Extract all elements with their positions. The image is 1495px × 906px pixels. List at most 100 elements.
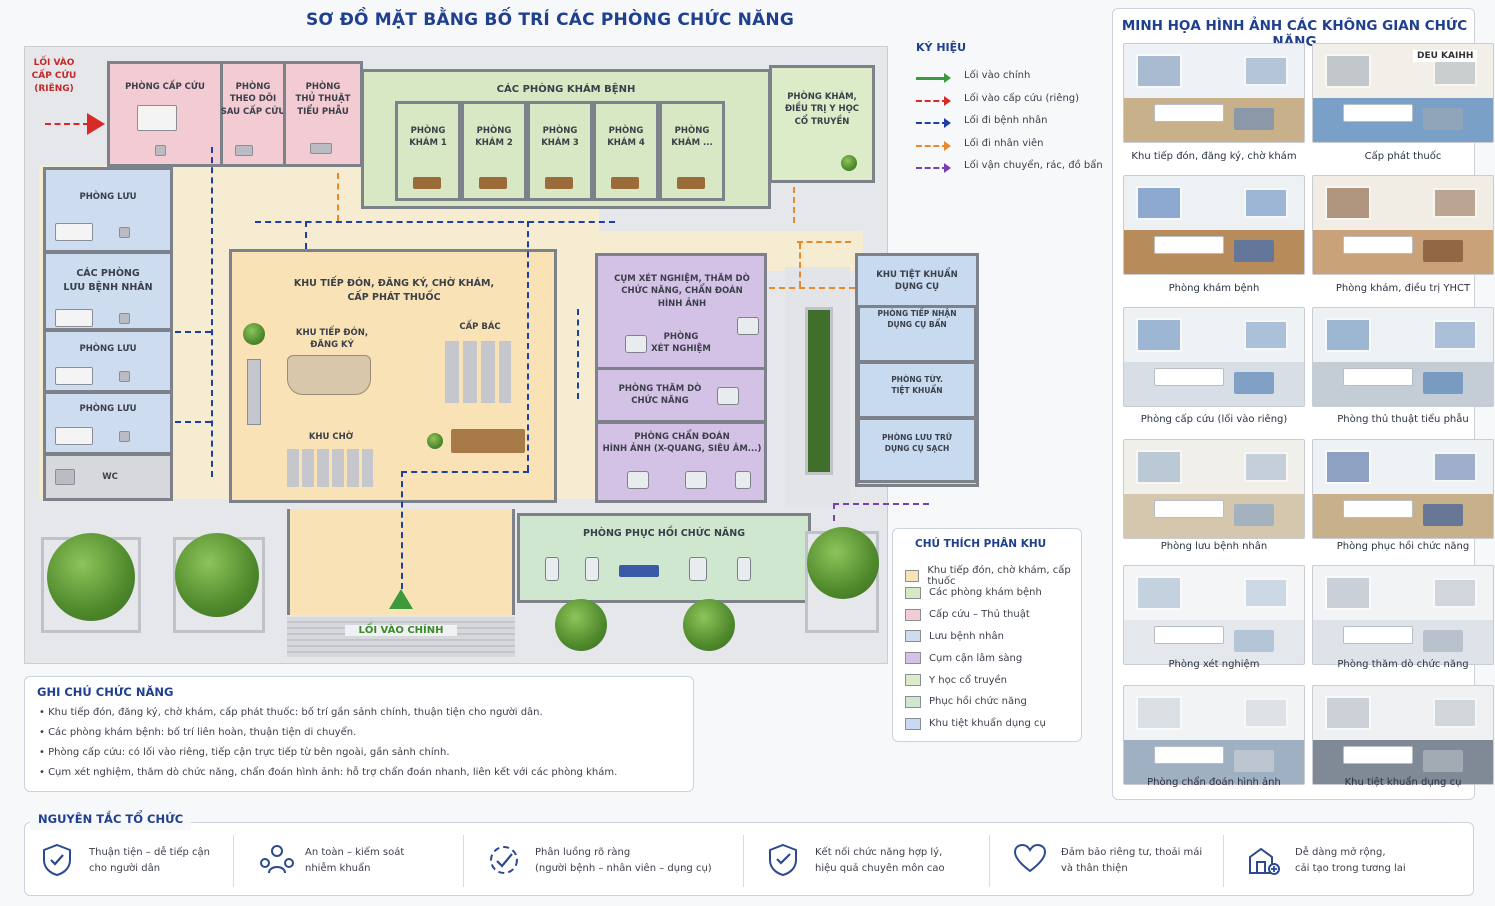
note-item: • Phòng cấp cứu: có lối vào riêng, tiếp …	[39, 747, 450, 758]
legend-label: Lối vận chuyển, rác, đồ bẩn	[964, 160, 1103, 171]
zone-swatch	[905, 570, 920, 582]
window	[1433, 578, 1477, 608]
room-rehab[interactable]	[517, 513, 811, 603]
label-stay-group: CÁC PHÒNG LƯU BỆNH NHÂN	[63, 268, 153, 293]
zone-legend-item: Khu tiếp đón, chờ khám, cấp thuốc	[905, 565, 1081, 587]
gallery-image	[1312, 439, 1494, 539]
gallery-caption: Phòng khám bệnh	[1168, 283, 1260, 294]
principle-line: nhiễm khuẩn	[305, 862, 371, 874]
furniture	[1154, 236, 1224, 254]
room-traditional[interactable]	[769, 65, 875, 183]
zone-label: Cụm cận lâm sàng	[929, 652, 1023, 664]
zone-swatch	[905, 586, 921, 599]
furniture	[1423, 372, 1463, 394]
window	[1325, 696, 1371, 730]
bed	[55, 427, 93, 445]
gallery-image	[1123, 565, 1305, 665]
patient-flow-line	[527, 221, 529, 471]
label-stay-3: PHÒNG LƯU	[79, 404, 137, 414]
equipment	[155, 145, 166, 156]
label-rehab: PHÒNG PHỤC HỒI CHỨC NĂNG	[582, 528, 745, 539]
emergency-flow-line	[45, 123, 89, 125]
principle-text: Kết nối chức năng hợp lý,hiệu quả chuyên…	[815, 845, 945, 876]
tree	[683, 599, 735, 651]
desk	[413, 177, 441, 189]
label-exam-2: PHÒNG KHÁM 2	[475, 126, 513, 149]
label-lab: PHÒNG XÉT NGHIỆM	[651, 332, 711, 355]
legend-label: Lối vào cấp cứu (riêng)	[964, 92, 1080, 104]
room-imaging[interactable]	[595, 421, 767, 503]
gallery-image: DEU KAIHH	[1312, 43, 1494, 143]
furniture	[1343, 500, 1413, 518]
furniture	[1234, 372, 1274, 394]
furniture	[1343, 104, 1413, 122]
window	[1433, 452, 1477, 482]
rehab-equipment	[689, 557, 707, 581]
room-post-emergency[interactable]	[220, 61, 286, 167]
furniture	[1343, 368, 1413, 386]
staff-flow-line	[793, 187, 795, 223]
pharmacy-shelves	[445, 341, 511, 403]
room-stay-3[interactable]	[43, 391, 173, 455]
furniture	[1234, 240, 1274, 262]
zone-label: Y học cổ truyền	[929, 674, 1007, 686]
window	[1244, 56, 1288, 86]
shield-link-icon	[767, 843, 799, 881]
gallery-caption: Khu tiệt khuẩn dụng cụ	[1344, 777, 1462, 788]
patient-flow-line	[401, 471, 529, 473]
label-sterile-store: PHÒNG LƯU TRỮ DỤNG CỤ SẠCH	[881, 433, 953, 453]
gallery-image	[1312, 685, 1494, 785]
flow-arrows-icon	[487, 843, 521, 881]
steps	[287, 617, 515, 657]
imaging-machine	[735, 471, 751, 489]
zone-swatch	[905, 608, 921, 621]
room-wc[interactable]	[43, 453, 173, 501]
divider	[233, 835, 234, 887]
note-item: • Các phòng khám bệnh: bố trí liên hoàn,…	[39, 727, 357, 738]
label-traditional: PHÒNG KHÁM, ĐIỀU TRỊ Y HỌC CỔ TRUYỀN	[784, 92, 860, 127]
window	[1325, 576, 1371, 610]
window	[1244, 452, 1288, 482]
main-entry-label: LỐI VÀO CHÍNH	[345, 625, 457, 636]
patient-flow-line	[305, 221, 307, 249]
page-title: SƠ ĐỒ MẶT BẰNG BỐ TRÍ CÁC PHÒNG CHỨC NĂN…	[305, 10, 795, 30]
legend-title: KÝ HIỆU	[916, 41, 967, 54]
cabinet	[119, 431, 130, 442]
principle-line: và thân thiện	[1061, 862, 1128, 874]
bed	[235, 145, 253, 156]
principle-line: cải tạo trong tương lai	[1295, 862, 1406, 874]
principle-line: Phân luồng rõ ràng	[535, 847, 631, 858]
notes-box: GHI CHÚ CHỨC NĂNG • Khu tiếp đón, đăng k…	[24, 676, 694, 792]
label-exam-group: CÁC PHÒNG KHÁM BỆNH	[496, 84, 636, 95]
window	[1244, 320, 1288, 350]
staff-flow-line	[797, 241, 851, 243]
window	[1136, 696, 1182, 730]
desk	[545, 177, 573, 189]
gallery-image	[1312, 565, 1494, 665]
tree	[807, 527, 879, 599]
gallery-image	[1123, 175, 1305, 275]
furniture	[1234, 630, 1274, 652]
gallery-image	[1312, 175, 1494, 275]
shield-check-icon	[41, 843, 73, 881]
principle-line: Đảm bảo riêng tư, thoải mái	[1061, 847, 1203, 858]
zone-label: Khu tiếp đón, chờ khám, cấp thuốc	[927, 565, 1071, 587]
legend-line	[916, 167, 948, 169]
furniture	[1154, 746, 1224, 764]
room-sterile[interactable]	[857, 361, 977, 419]
gallery-caption: Khu tiếp đón, đăng ký, chờ khám	[1131, 151, 1297, 162]
heart-icon	[1013, 843, 1047, 877]
room-sterile-store[interactable]	[857, 417, 977, 483]
furniture	[1234, 108, 1274, 130]
transport-flow-line	[833, 503, 835, 521]
divider	[743, 835, 744, 887]
patient-flow-line	[175, 421, 211, 423]
gallery-caption: Phòng lưu bệnh nhân	[1160, 541, 1268, 552]
building-expand-icon	[1247, 843, 1281, 881]
zone-swatch	[905, 717, 921, 730]
cabinet	[119, 227, 130, 238]
zone-swatch	[905, 652, 921, 665]
zone-label: Các phòng khám bệnh	[929, 587, 1042, 599]
